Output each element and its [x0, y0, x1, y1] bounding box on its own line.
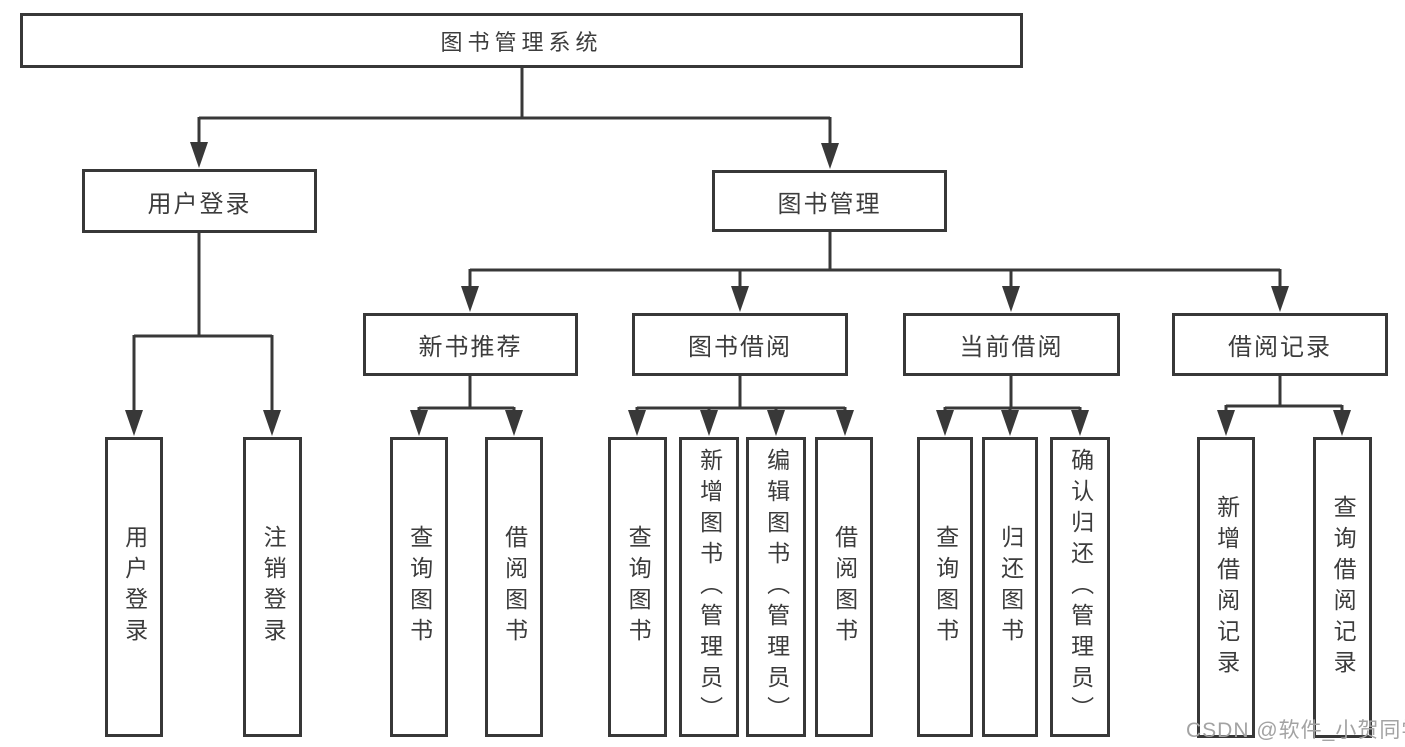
leaf-confirm-return-admin-label: 确认归还（管理员）: [1067, 447, 1094, 727]
leaf-borrow-book-newbooks: 借阅图书: [485, 437, 543, 737]
leaf-edit-book-admin: 编辑图书（管理员）: [746, 437, 806, 737]
leaf-query-book-borrow: 查询图书: [608, 437, 667, 737]
leaf-query-book-borrow-label: 查询图书: [625, 525, 652, 649]
node-book-management: 图书管理: [712, 170, 947, 232]
leaf-logout-label: 注销登录: [260, 525, 287, 649]
leaf-borrow-book-borrow-label: 借阅图书: [831, 525, 858, 649]
arrowheads: [125, 142, 1351, 436]
leaf-query-book-current-label: 查询图书: [932, 525, 959, 649]
leaf-query-borrow-record-label: 查询借阅记录: [1330, 494, 1357, 681]
leaf-add-book-admin-label: 新增图书（管理员）: [696, 447, 723, 727]
node-book-borrow: 图书借阅: [632, 313, 848, 376]
leaf-query-borrow-record: 查询借阅记录: [1313, 437, 1372, 738]
leaf-add-borrow-record-label: 新增借阅记录: [1213, 494, 1240, 681]
leaf-query-book-newbooks: 查询图书: [390, 437, 448, 737]
node-current-borrow: 当前借阅: [903, 313, 1120, 376]
leaf-query-book-newbooks-label: 查询图书: [406, 525, 433, 649]
csdn-watermark: CSDN @软件_小贺同学: [1186, 719, 1405, 742]
leaf-query-book-current: 查询图书: [917, 437, 973, 737]
node-new-book-recommend: 新书推荐: [363, 313, 578, 376]
leaf-return-book: 归还图书: [982, 437, 1038, 737]
leaf-borrow-book-newbooks-label: 借阅图书: [501, 525, 528, 649]
leaf-user-login-label: 用户登录: [121, 525, 148, 649]
leaf-add-book-admin: 新增图书（管理员）: [679, 437, 739, 737]
leaf-logout: 注销登录: [243, 437, 302, 737]
leaf-add-borrow-record: 新增借阅记录: [1197, 437, 1255, 738]
leaf-return-book-label: 归还图书: [997, 525, 1024, 649]
node-library-system: 图书管理系统: [20, 13, 1023, 68]
node-borrow-records: 借阅记录: [1172, 313, 1388, 376]
leaf-confirm-return-admin: 确认归还（管理员）: [1050, 437, 1110, 737]
leaf-edit-book-admin-label: 编辑图书（管理员）: [763, 447, 790, 727]
node-user-login: 用户登录: [82, 169, 317, 233]
leaf-user-login: 用户登录: [105, 437, 163, 737]
leaf-borrow-book-borrow: 借阅图书: [815, 437, 873, 737]
